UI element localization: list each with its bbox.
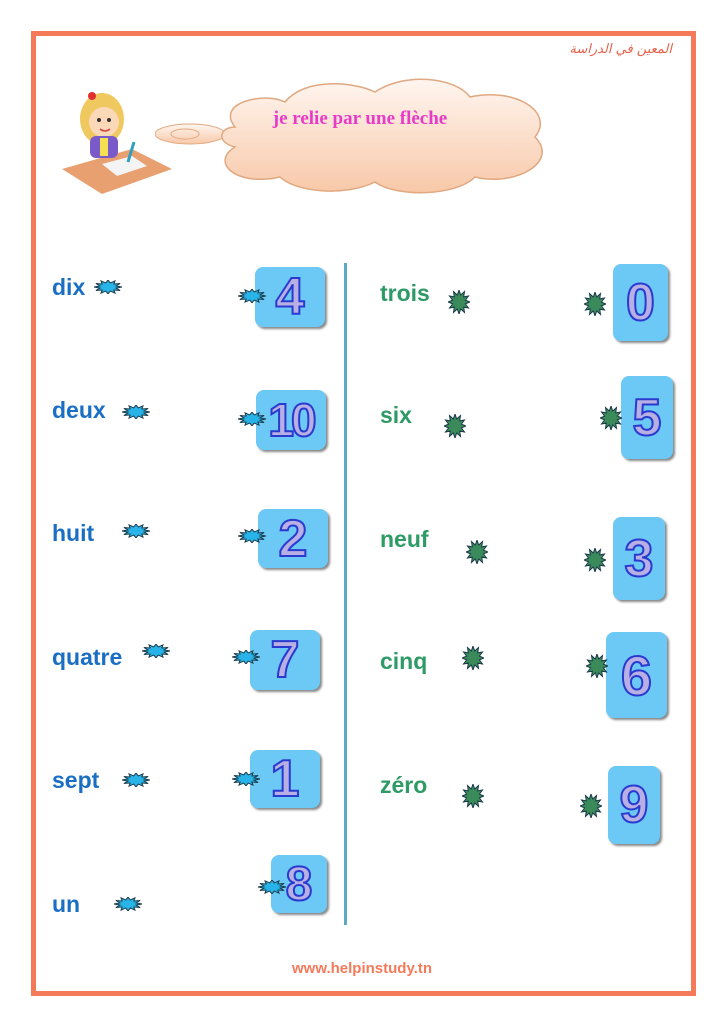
- blue-connection-dot-icon[interactable]: [238, 289, 266, 303]
- blue-connection-dot-icon[interactable]: [94, 280, 122, 294]
- word-deux: deux: [52, 397, 106, 423]
- number-box-8[interactable]: 8: [271, 855, 327, 913]
- number-box-3[interactable]: 3: [613, 517, 665, 600]
- blue-connection-dot-icon[interactable]: [122, 524, 150, 538]
- word-trois: trois: [380, 280, 430, 306]
- word-cinq: cinq: [380, 648, 428, 674]
- brand-arabic: المعين في الدراسة: [569, 42, 672, 57]
- number-box-6[interactable]: 6: [606, 632, 667, 718]
- blue-connection-dot-icon[interactable]: [258, 880, 286, 894]
- column-divider: [344, 263, 347, 925]
- green-connection-dot-icon[interactable]: [448, 290, 470, 314]
- girl-writing-illustration: [62, 92, 172, 194]
- blue-connection-dot-icon[interactable]: [142, 644, 170, 658]
- blue-connection-dot-icon[interactable]: [122, 405, 150, 419]
- number-box-1[interactable]: 1: [250, 749, 320, 809]
- word-neuf: neuf: [380, 526, 429, 552]
- number-box-10[interactable]: 10: [256, 390, 326, 450]
- number-box-2[interactable]: 2: [258, 509, 328, 569]
- green-connection-dot-icon[interactable]: [462, 646, 484, 670]
- number-box-7[interactable]: 7: [250, 630, 320, 690]
- word-dix: dix: [52, 274, 86, 300]
- green-connection-dot-icon[interactable]: [600, 406, 622, 430]
- word-six: six: [380, 402, 412, 428]
- instruction-text: je relie par une flèche: [272, 108, 448, 129]
- word-huit: huit: [52, 520, 95, 546]
- number-box-9[interactable]: 9: [608, 766, 660, 844]
- blue-connection-dot-icon[interactable]: [114, 897, 142, 911]
- number-box-5[interactable]: 5: [621, 376, 673, 459]
- speech-cloud: [155, 78, 543, 194]
- blue-connection-dot-icon[interactable]: [232, 650, 260, 664]
- blue-connection-dot-icon[interactable]: [232, 772, 260, 786]
- green-connection-dot-icon[interactable]: [584, 548, 606, 572]
- green-connection-dot-icon[interactable]: [444, 414, 466, 438]
- word-sept: sept: [52, 767, 100, 793]
- blue-connection-dot-icon[interactable]: [238, 412, 266, 426]
- word-un: un: [52, 891, 81, 917]
- green-connection-dot-icon[interactable]: [580, 794, 602, 818]
- website-footer: www.helpinstudy.tn: [292, 960, 432, 977]
- word-quatre: quatre: [52, 644, 123, 670]
- page-border: [31, 31, 696, 996]
- green-connection-dot-icon[interactable]: [586, 654, 608, 678]
- number-box-0[interactable]: 0: [613, 264, 668, 341]
- green-connection-dot-icon[interactable]: [462, 784, 484, 808]
- green-connection-dot-icon[interactable]: [466, 540, 488, 564]
- green-connection-dot-icon[interactable]: [584, 292, 606, 316]
- word-zero: zéro: [380, 772, 428, 798]
- blue-connection-dot-icon[interactable]: [238, 529, 266, 543]
- number-box-4[interactable]: 4: [255, 267, 325, 327]
- blue-connection-dot-icon[interactable]: [122, 773, 150, 787]
